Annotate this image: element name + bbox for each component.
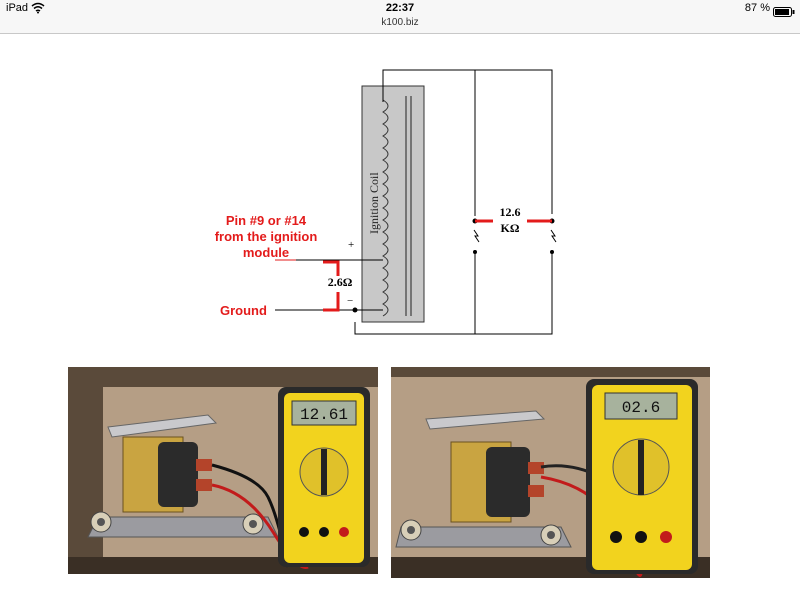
coil-label: Ignition Coil: [367, 172, 381, 234]
battery-percentage: 87 %: [744, 2, 770, 14]
plus-sign: +: [348, 239, 354, 251]
status-bar: iPad 22:37 k100.biz 87 %: [0, 0, 800, 34]
secondary-value: 12.6: [500, 205, 521, 219]
photo-secondary-measurement: 12.61: [68, 367, 378, 574]
clock: 22:37: [385, 2, 415, 14]
battery-icon: [773, 4, 795, 22]
photo-primary-measurement: 02.6: [391, 367, 710, 578]
minus-sign: −: [347, 295, 353, 307]
device-name: iPad: [6, 2, 29, 14]
secondary-winding: [382, 99, 389, 317]
ignition-coil-schematic: Ignition Coil 12.6 KΩ +: [215, 69, 557, 335]
probe-icon: [550, 229, 557, 254]
pin-label-line-3: module: [243, 245, 289, 260]
ground-label: Ground: [220, 303, 267, 318]
wifi-icon: [31, 1, 45, 19]
meter-reading-right: 02.6: [622, 399, 660, 417]
address-bar[interactable]: k100.biz: [381, 17, 419, 28]
pin-label-line-2: from the ignition: [215, 229, 318, 244]
secondary-unit: KΩ: [501, 221, 520, 235]
meter-reading-left: 12.61: [300, 406, 348, 424]
primary-resistance: 2.6Ω: [328, 275, 353, 289]
page-content: Ignition Coil 12.6 KΩ +: [0, 34, 800, 600]
pin-label-line-1: Pin #9 or #14: [226, 213, 307, 228]
probe-icon: [473, 229, 480, 254]
coil-body: [361, 85, 425, 323]
